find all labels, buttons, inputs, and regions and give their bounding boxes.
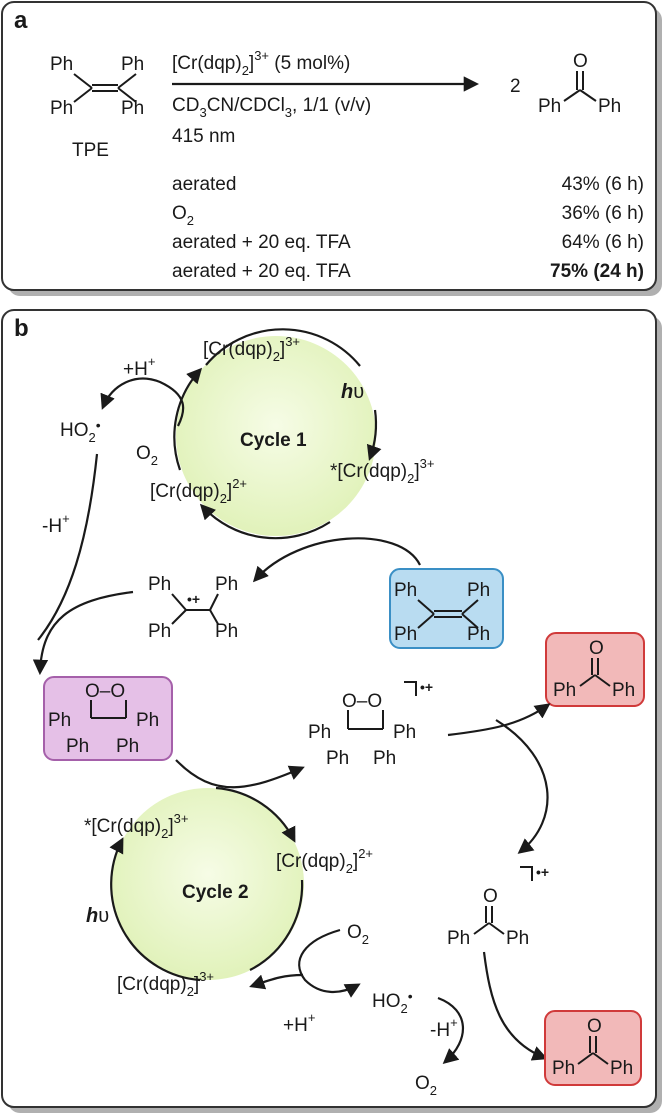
cr2-cycle-2: [Cr(dqp)2]2+ [276, 846, 373, 876]
dioxetane-rc-symbol: •+ [420, 679, 433, 695]
dioxetane-ph-3: Ph [66, 736, 89, 757]
panel-a-label: a [14, 7, 28, 34]
yield-row-4: 75% (24 h) [550, 261, 644, 282]
dioxetane-rc-ph-1: Ph [308, 722, 331, 743]
tpe-box-ph-3: Ph [394, 624, 417, 645]
bp-top-ph-2: Ph [612, 680, 635, 701]
dioxetane-rc-ph-4: Ph [373, 748, 396, 769]
benzophenone-radical-cation: •+ O Ph Ph [447, 864, 549, 949]
product-coefficient: 2 [510, 76, 521, 97]
ho2-radical-top: HO2• [60, 417, 101, 445]
benzophenone-box-bottom: O Ph Ph [544, 1010, 642, 1086]
product-ph-2: Ph [598, 96, 621, 117]
wavelength-condition: 415 nm [172, 126, 235, 147]
dioxetane-rc-ph-2: Ph [393, 722, 416, 743]
yield-row-2: 36% (6 h) [562, 203, 644, 224]
catalyst-condition: [Cr(dqp)2]3+ (5 mol%) [172, 48, 350, 78]
o2-cycle-2: O2 [347, 922, 369, 947]
tpe-box-ph-2: Ph [467, 580, 490, 601]
bp-rc-symbol: •+ [536, 864, 549, 880]
bp-top-ph-1: Ph [553, 680, 576, 701]
panel-b-label: b [14, 315, 29, 342]
bp-rc-o: O [483, 886, 498, 907]
cr3-excited-2: *[Cr(dqp)2]3+ [84, 811, 188, 841]
plus-h-top: +H+ [123, 354, 155, 380]
hv-cycle-1: hυ [341, 381, 364, 403]
radcat-symbol: •+ [187, 591, 200, 607]
condition-row-1: aerated [172, 174, 236, 195]
radcat-ph-3: Ph [148, 621, 171, 642]
minus-h-bottom: -H+ [430, 1015, 458, 1041]
product-o: O [573, 51, 588, 72]
bp-bot-ph-2: Ph [610, 1058, 633, 1079]
plus-h-bottom: +H+ [283, 1010, 315, 1036]
conditions-table: aerated 43% (6 h) O2 36% (6 h) aerated +… [172, 174, 644, 282]
solvent-condition: CD3CN/CDCl3, 1/1 (v/v) [172, 95, 371, 120]
ho2-radical-bottom: HO2• [372, 988, 413, 1016]
bp-top-o: O [589, 638, 604, 659]
tpe-label: TPE [72, 140, 109, 161]
tpe-box-ph-1: Ph [394, 580, 417, 601]
tpe-ph-3: Ph [50, 98, 73, 119]
dioxetane-box: O–O Ph Ph Ph Ph [43, 676, 173, 761]
product-ph-1: Ph [538, 96, 561, 117]
hv-cycle-2: hυ [86, 905, 109, 927]
tpe-radical-cation: Ph Ph Ph Ph •+ [148, 574, 238, 642]
bp-bot-ph-1: Ph [552, 1058, 575, 1079]
bp-bot-o: O [587, 1016, 602, 1037]
dioxetane-rc-ph-3: Ph [326, 748, 349, 769]
dioxetane-oo: O–O [85, 681, 125, 702]
tpe-box: Ph Ph Ph Ph [389, 568, 504, 649]
tpe-box-ph-4: Ph [467, 624, 490, 645]
tpe-structure: Ph Ph Ph Ph TPE [50, 54, 144, 161]
condition-row-3: aerated + 20 eq. TFA [172, 232, 351, 253]
bp-rc-ph-2: Ph [506, 928, 529, 949]
dioxetane-radical-cation: O–O Ph Ph Ph Ph •+ [308, 679, 433, 769]
condition-row-4: aerated + 20 eq. TFA [172, 261, 351, 282]
radcat-ph-1: Ph [148, 574, 171, 595]
cr3-cycle-2: [Cr(dqp)2]3+ [117, 969, 214, 999]
dioxetane-ph-2: Ph [136, 710, 159, 731]
radcat-ph-4: Ph [215, 621, 238, 642]
tpe-ph-2: Ph [121, 54, 144, 75]
cycle-2-disc [112, 788, 304, 980]
bp-rc-ph-1: Ph [447, 928, 470, 949]
cycle-1-disc [176, 336, 376, 536]
yield-row-1: 43% (6 h) [562, 174, 644, 195]
benzophenone-box-top: O Ph Ph [545, 632, 645, 707]
dioxetane-ph-4: Ph [116, 736, 139, 757]
cycle-1-label: Cycle 1 [240, 430, 307, 451]
condition-row-2: O2 [172, 203, 194, 228]
cr3-top: [Cr(dqp)2]3+ [203, 334, 300, 364]
tpe-ph-1: Ph [50, 54, 73, 75]
tpe-ph-4: Ph [121, 98, 144, 119]
yield-row-3: 64% (6 h) [562, 232, 644, 253]
cycle-2-label: Cycle 2 [182, 882, 249, 903]
dioxetane-ph-1: Ph [48, 710, 71, 731]
panel-a: a Ph Ph Ph Ph TPE [Cr(dqp)2]3+ (5 mol%) … [1, 1, 662, 296]
radcat-ph-2: Ph [215, 574, 238, 595]
panel-b: b Cycle 1 [Cr(dqp)2]3+ hυ *[Cr(dqp)2]3+ … [1, 309, 662, 1113]
benzophenone-product-a: 2 O Ph Ph [510, 51, 621, 117]
dioxetane-rc-oo: O–O [342, 691, 382, 712]
minus-h-left: -H+ [42, 511, 70, 537]
cr3-excited: *[Cr(dqp)2]3+ [330, 456, 434, 486]
o2-cycle-1: O2 [136, 443, 158, 468]
o2-bottom: O2 [415, 1073, 437, 1098]
cr2-cycle-1: [Cr(dqp)2]2+ [150, 476, 247, 506]
